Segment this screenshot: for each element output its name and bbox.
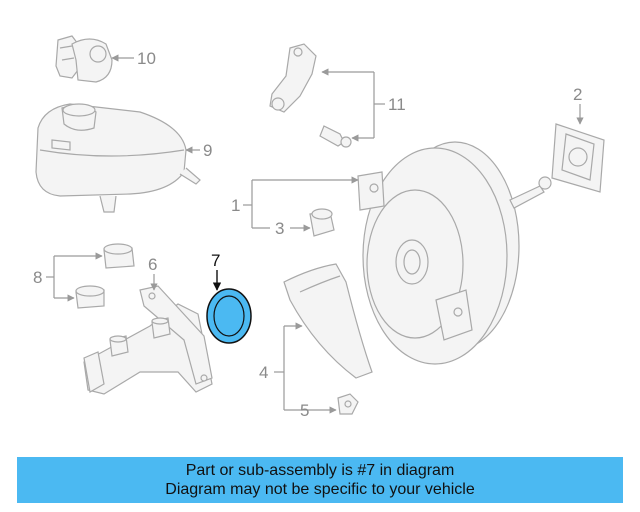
callout-7[interactable]: 7	[211, 251, 220, 270]
part-11-bolt	[319, 125, 352, 148]
callout-5[interactable]: 5	[300, 401, 309, 420]
part-6-master-cylinder	[83, 285, 213, 395]
part-3-grommet	[309, 208, 335, 237]
part-10-sensor	[55, 35, 113, 83]
callout-10[interactable]: 10	[137, 49, 156, 68]
part-8-grommet-upper	[103, 243, 135, 269]
callout-1[interactable]: 1	[231, 196, 240, 215]
callout-11[interactable]: 11	[388, 95, 406, 114]
callout-2[interactable]: 2	[573, 85, 582, 104]
callout-6[interactable]: 6	[148, 255, 157, 274]
part-5-clip	[337, 393, 359, 415]
part-2-gasket	[551, 123, 605, 193]
parts-diagram: 10 9 11 2	[33, 35, 605, 420]
part-1-brake-booster	[357, 141, 552, 365]
part-4-shield	[283, 263, 373, 379]
info-banner: Part or sub-assembly is #7 in diagram Di…	[17, 457, 623, 503]
callout-8[interactable]: 8	[33, 268, 42, 287]
callout-9[interactable]: 9	[203, 141, 212, 160]
callout-4[interactable]: 4	[259, 363, 268, 382]
callout-3[interactable]: 3	[275, 219, 284, 238]
banner-line-1: Part or sub-assembly is #7 in diagram	[185, 462, 455, 479]
part-7-seal-ring[interactable]	[206, 288, 252, 344]
part-11-bracket	[269, 43, 317, 113]
banner-line-2: Diagram may not be specific to your vehi…	[165, 481, 475, 498]
part-9-reservoir	[35, 103, 201, 213]
part-8-grommet-lower	[75, 285, 105, 309]
